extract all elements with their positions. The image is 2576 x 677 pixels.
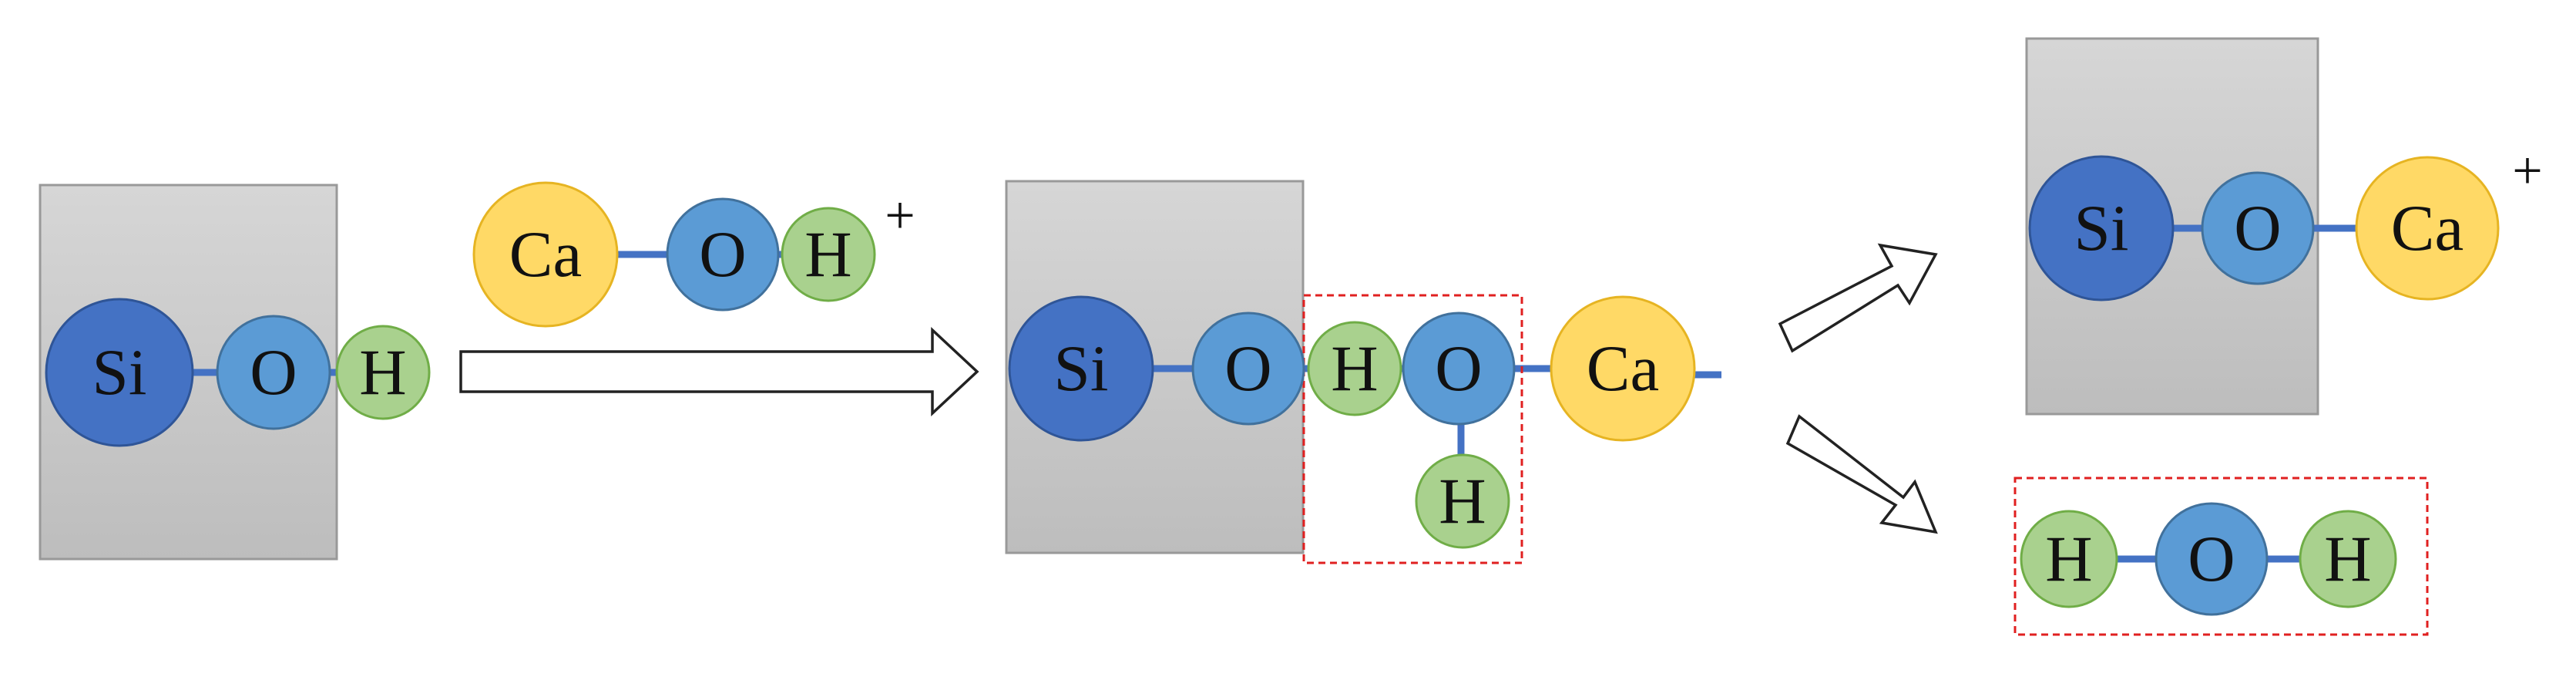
product-water: H O H xyxy=(2013,477,2429,636)
atom-label: H xyxy=(2324,523,2371,595)
atom-label: Si xyxy=(92,336,147,409)
atom-h: H xyxy=(335,325,431,420)
atom-label: Ca xyxy=(2391,192,2463,264)
intermediate-complex: Si O H O H Ca xyxy=(1005,180,1721,564)
atom-o: O xyxy=(216,315,331,430)
atom-label: H xyxy=(1439,465,1486,537)
positive-charge: + xyxy=(2512,142,2542,201)
atom-label: H xyxy=(1331,332,1378,405)
atom-ca: Ca xyxy=(472,181,619,328)
atom-label: H xyxy=(359,336,406,409)
atom-si: Si xyxy=(45,298,194,447)
atom-h: H xyxy=(1415,453,1510,549)
atom-label: Si xyxy=(2074,192,2129,264)
atom-label: H xyxy=(804,218,851,291)
product-surface-sioca: Si O Ca + xyxy=(2025,37,2543,416)
atom-h: H xyxy=(1307,321,1402,416)
atom-label: Ca xyxy=(1587,332,1659,405)
atom-o: O xyxy=(1402,312,1516,426)
atom-h: H xyxy=(2020,510,2118,608)
atom-o: O xyxy=(2155,502,2269,616)
reaction-arrow xyxy=(459,326,979,417)
atom-h: H xyxy=(2299,510,2397,608)
atom-si: Si xyxy=(1008,295,1154,442)
atom-label: O xyxy=(2188,523,2235,595)
atom-o: O xyxy=(2201,171,2315,285)
atom-label: O xyxy=(699,218,746,291)
atom-label: O xyxy=(1435,332,1482,405)
atom-ca: Ca xyxy=(2355,156,2500,301)
atom-label: O xyxy=(1224,332,1271,405)
product-arrow-down xyxy=(1785,414,1938,534)
atom-label: Ca xyxy=(509,218,582,291)
water-highlight-box xyxy=(2013,477,2429,636)
positive-charge: + xyxy=(885,187,915,246)
atom-label: O xyxy=(2234,192,2281,264)
atom-ca: Ca xyxy=(1550,295,1696,442)
atom-label: O xyxy=(250,336,297,409)
atom-label: Si xyxy=(1054,332,1109,405)
atom-label: H xyxy=(2045,523,2092,595)
atom-o: O xyxy=(1191,312,1305,426)
atom-h: H xyxy=(781,207,876,302)
atom-si: Si xyxy=(2028,155,2175,301)
reactant-caoh-ion: Ca O H + xyxy=(472,181,915,328)
reactant-surface-silanol: Si O H xyxy=(39,184,431,561)
atom-o: O xyxy=(666,197,780,312)
water-forming-highlight xyxy=(1302,294,1523,564)
product-arrow-up xyxy=(1778,243,1938,353)
